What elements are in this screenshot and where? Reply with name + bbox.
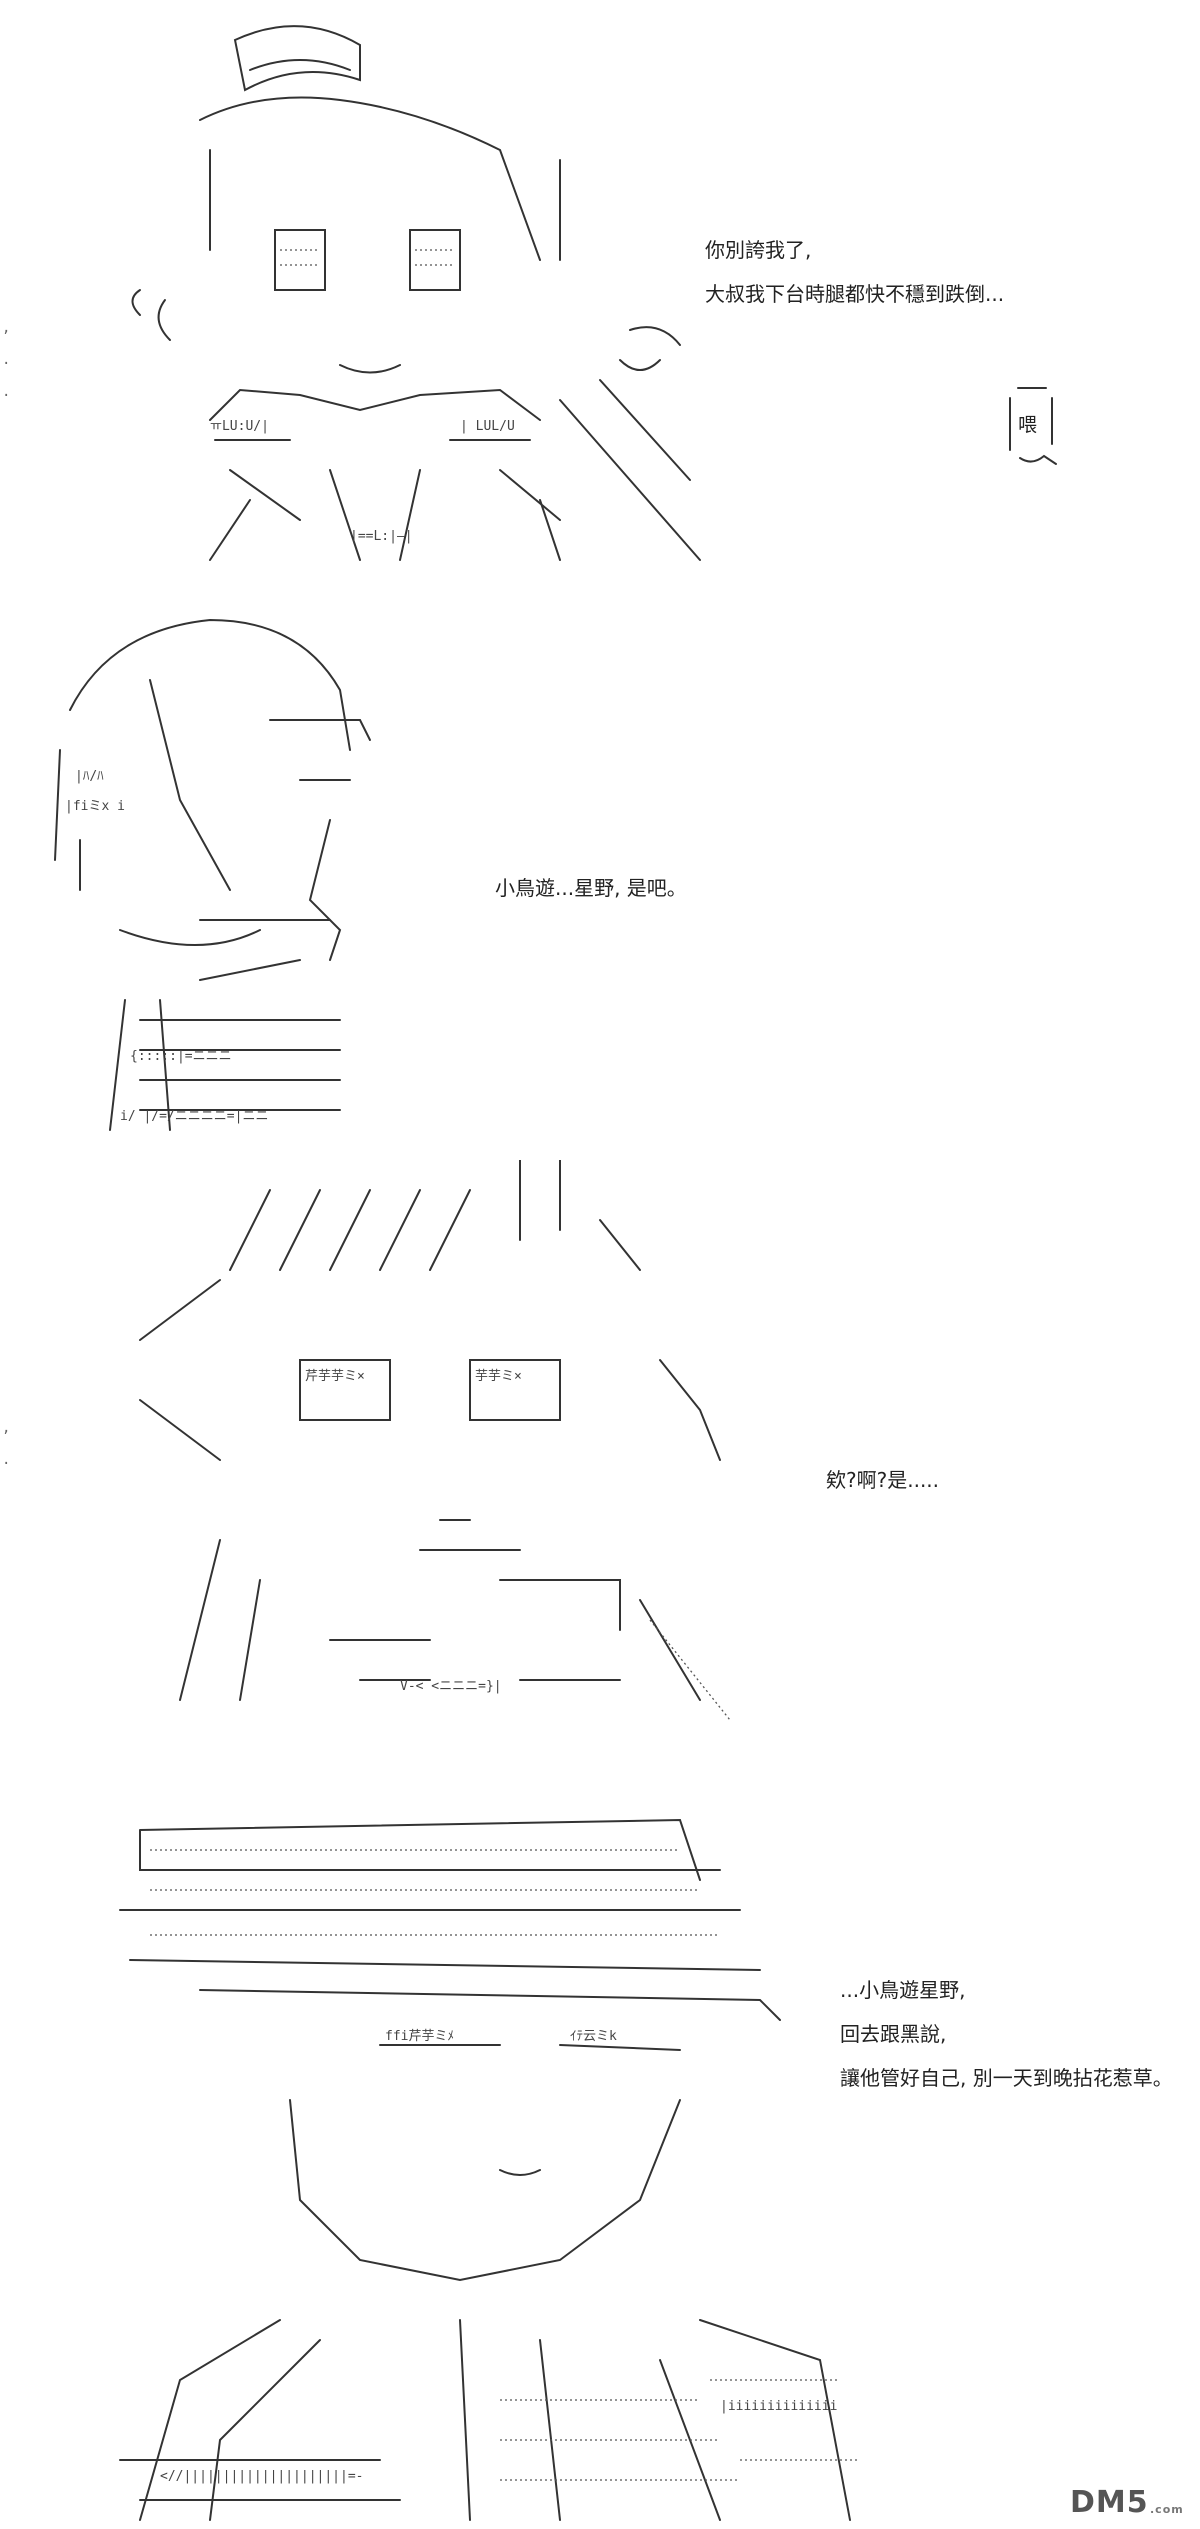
panel-2: |ﾊ/ﾊ |fiミx i {:::::|=ニニニ i/ |/=/ニニニニ=|ニニ… [0, 600, 1200, 1140]
panel-4-line-1: ...小鳥遊星野, [840, 1978, 966, 2002]
svg-text:芋芋ミ×: 芋芋ミ× [475, 1369, 522, 1384]
speech-bubble: 喂 [1002, 380, 1060, 470]
panel-1: ㅠLU:U/| | LUL/U |==L:|—| 你別誇我了, 大叔我下台時腿都… [0, 0, 1200, 580]
panel-2-line-1: 小鳥遊...星野, 是吧。 [495, 876, 687, 900]
svg-text:V-< <ニニニ=}|: V-< <ニニニ=}| [400, 1679, 502, 1694]
svg-text:ｲﾃ云ミk: ｲﾃ云ミk [570, 2029, 617, 2044]
svg-text:i/ |/=/ニニニニ=|ニニ: i/ |/=/ニニニニ=|ニニ [120, 1109, 268, 1124]
svg-text:|iiiiiiiiiiiiii: |iiiiiiiiiiiiii [720, 2399, 837, 2414]
svg-text:{:::::|=ニニニ: {:::::|=ニニニ [130, 1049, 232, 1064]
svg-text:ㅠLU:U/|: ㅠLU:U/| [210, 419, 269, 434]
svg-text:|ﾊ/ﾊ: |ﾊ/ﾊ [75, 769, 104, 784]
panel-1-ascii-art: ㅠLU:U/| | LUL/U |==L:|—| [131, 25, 701, 561]
panel-4-ascii-art: ffi芹芋ミﾒ ｲﾃ云ミk <//|||||||||||||||||||||=-… [119, 1818, 860, 2521]
speech-bubble-text: 喂 [1018, 414, 1038, 436]
panel-1-line-2: 大叔我下台時腿都快不穩到跌倒... [705, 282, 1005, 306]
panel-2-ascii-art: |ﾊ/ﾊ |fiミx i {:::::|=ニニニ i/ |/=/ニニニニ=|ニニ [54, 618, 371, 1131]
panel-3-ascii-art: 芹芋芋ミ× 芋芋ミ× V-< <ニニニ=}| [139, 1160, 731, 1720]
svg-text:| LUL/U: | LUL/U [460, 419, 515, 434]
site-watermark: DM5 .com [1066, 2483, 1186, 2523]
watermark-sub: .com [1150, 2503, 1184, 2516]
svg-text:|fiミx i: |fiミx i [65, 799, 125, 814]
watermark-logo: DM5 [1070, 2485, 1149, 2520]
svg-text:ffi芹芋ミﾒ: ffi芹芋ミﾒ [385, 2029, 454, 2044]
edge-marks: ,.. [2, 320, 11, 400]
svg-text:<//|||||||||||||||||||||=-: <//|||||||||||||||||||||=- [160, 2469, 364, 2484]
svg-text:|==L:|—|: |==L:|—| [350, 529, 413, 544]
svg-text:芹芋芋ミ×: 芹芋芋ミ× [305, 1369, 365, 1384]
panel-3: 芹芋芋ミ× 芋芋ミ× V-< <ニニニ=}| 欸?啊?是..... ,. [0, 1160, 1200, 1720]
panel-3-line-1: 欸?啊?是..... [826, 1468, 940, 1492]
panel-4-line-3: 讓他管好自己, 別一天到晚拈花惹草。 [840, 2066, 1173, 2090]
panel-1-line-1: 你別誇我了, [705, 238, 812, 262]
panel-4: ffi芹芋ミﾒ ｲﾃ云ミk <//|||||||||||||||||||||=-… [0, 1760, 1200, 2529]
speech-bubble-outline [1009, 387, 1057, 465]
edge-marks-3: ,. [2, 1420, 11, 1468]
panel-4-line-2: 回去跟黑說, [840, 2022, 947, 2046]
